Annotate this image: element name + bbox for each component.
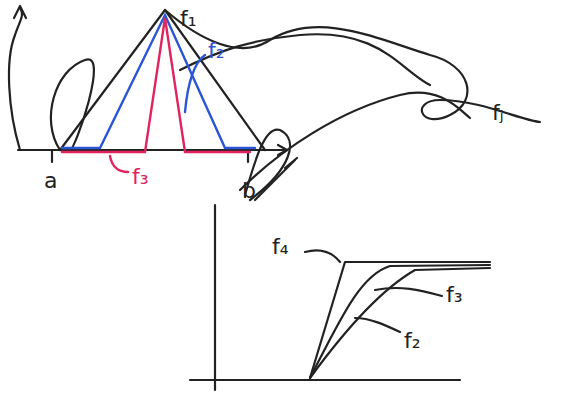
function-label: f₃ [132, 166, 149, 188]
y-axis [214, 205, 216, 390]
loop-curve [51, 59, 94, 150]
endpoint-label: a [44, 170, 57, 192]
leader-line [355, 318, 400, 332]
function-label: f₂ [404, 330, 421, 352]
leader-line [375, 288, 442, 296]
leader-line [110, 156, 128, 172]
leader-line [305, 250, 340, 262]
function-f2 [62, 15, 255, 148]
wavy-curve [180, 34, 430, 85]
endpoint-label: b [242, 180, 256, 202]
function-label: f₄ [272, 236, 289, 258]
leader-line [185, 55, 205, 112]
function-label: f₁ [180, 8, 197, 30]
y-axis [9, 8, 22, 150]
function-f3 [62, 18, 250, 152]
wavy-curve [165, 10, 540, 122]
function-label: f₃ [446, 284, 463, 306]
x-axis [190, 379, 460, 381]
function-label: f₂ [208, 40, 225, 62]
function-f2 [310, 268, 490, 378]
function-label: fⱼ [492, 102, 504, 124]
function-f4 [310, 262, 490, 378]
wavy-curve [240, 93, 470, 190]
axis-arrow [14, 6, 26, 18]
function-f3 [310, 265, 490, 378]
x-axis [18, 149, 285, 151]
arrow-stroke [255, 158, 297, 200]
